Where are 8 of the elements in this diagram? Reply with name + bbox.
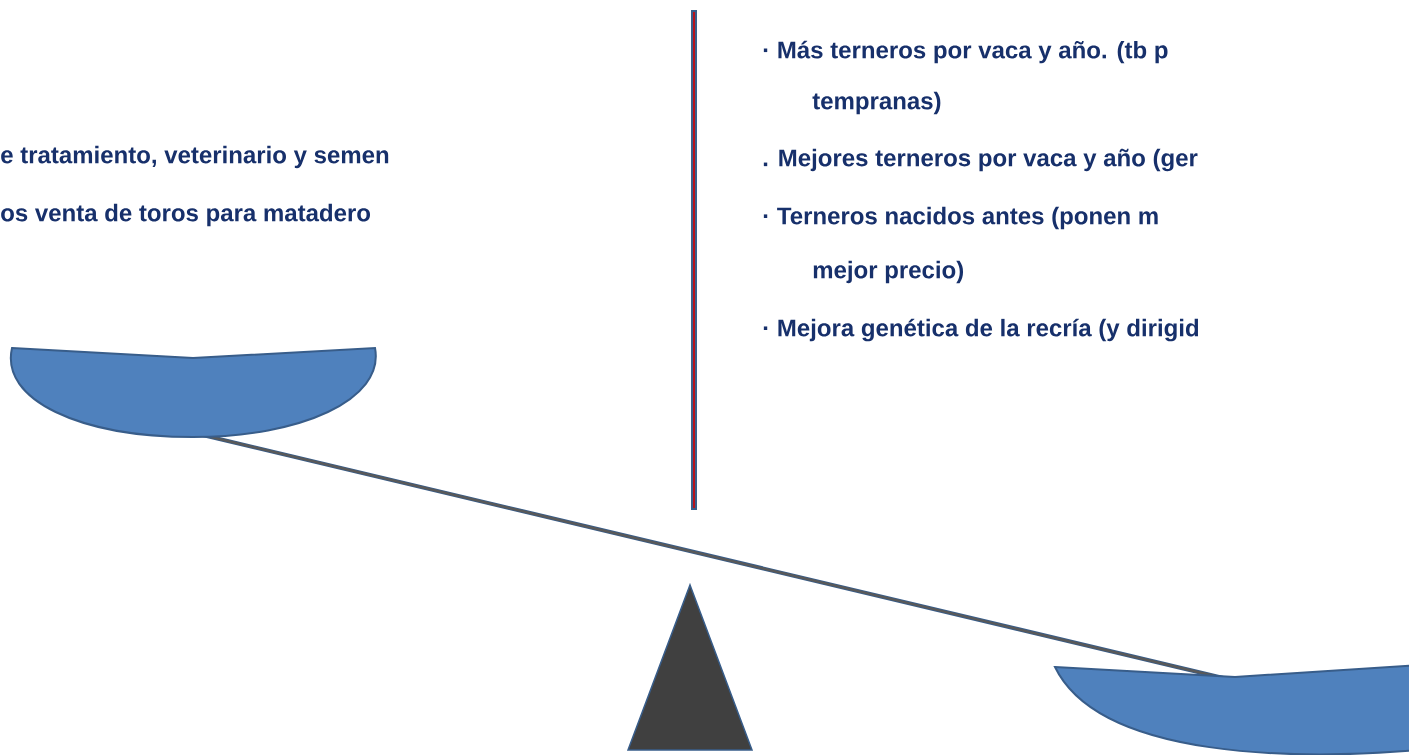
text-line: mejor precio) — [813, 260, 963, 284]
text-line: e tratamiento, veterinario y semen — [1, 145, 389, 169]
text-line: tempranas) — [812, 91, 941, 115]
text-line: . Mejores terneros por vaca y año (ger — [763, 148, 1198, 172]
text-line: · Mejora genética de la recría (y dirigid — [763, 318, 1199, 342]
text-line: · Terneros nacidos antes (ponen m — [763, 206, 1158, 230]
text-line: · Más terneros por vaca y año. (tb p — [763, 40, 1168, 64]
text-line: os venta de toros para matadero — [1, 203, 370, 227]
